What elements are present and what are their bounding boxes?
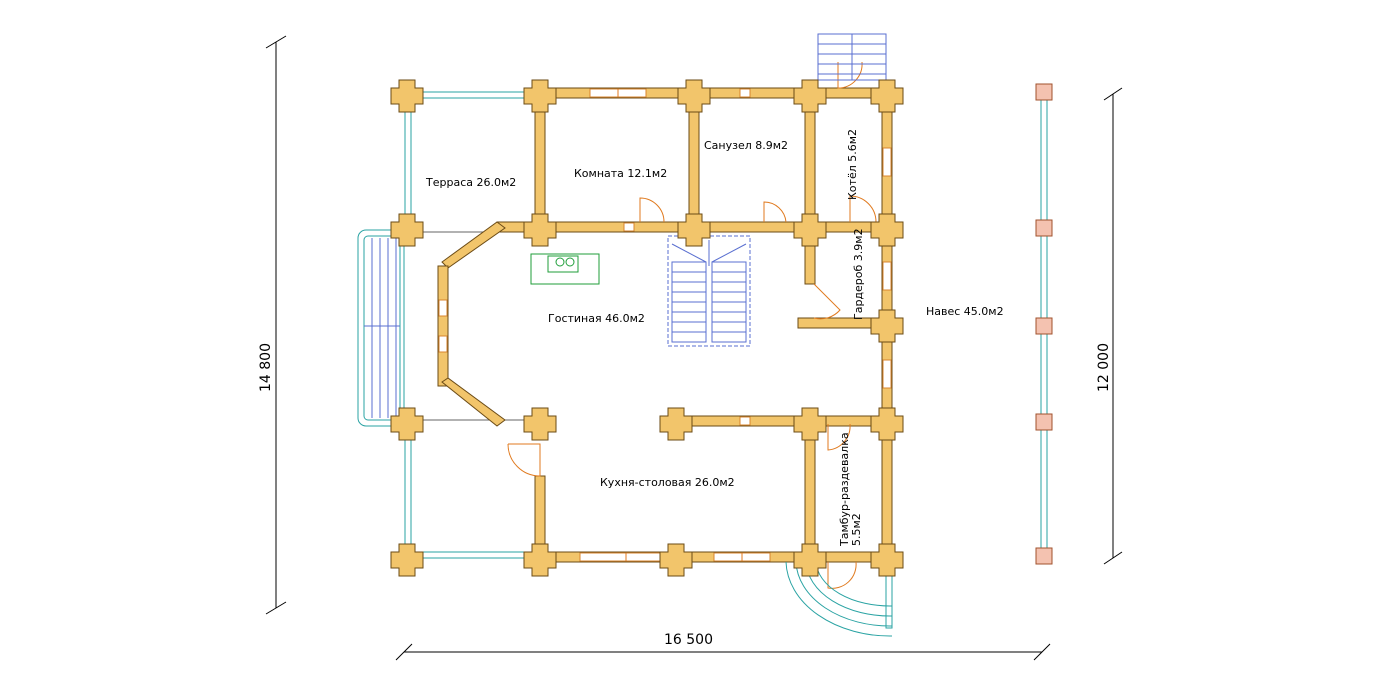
canopy-column bbox=[1035, 547, 1053, 565]
living-room-label: Гостиная 46.0м2 bbox=[548, 312, 645, 325]
canopy-column bbox=[1035, 413, 1053, 431]
top-entrance-steps bbox=[817, 33, 887, 81]
canopy-tick-top bbox=[1103, 87, 1123, 101]
terrace-glazing bbox=[404, 91, 541, 559]
width-dimension-label: 16 500 bbox=[664, 632, 713, 648]
dimension-lines bbox=[265, 35, 1123, 661]
corner-posts bbox=[390, 79, 904, 577]
staircase bbox=[667, 235, 751, 347]
canopy-columns bbox=[1035, 83, 1053, 565]
canopy-column bbox=[1035, 317, 1053, 335]
vestibule-label-line2: 5.5м2 bbox=[850, 513, 863, 546]
stove bbox=[530, 253, 600, 285]
boiler-label: Котёл 5.6м2 bbox=[846, 129, 859, 200]
terrace-label: Терраса 26.0м2 bbox=[425, 176, 516, 189]
canopy-tick-bottom bbox=[1103, 551, 1123, 565]
width-tick-right bbox=[1033, 643, 1051, 661]
windows bbox=[438, 88, 892, 562]
canopy-column bbox=[1035, 83, 1053, 101]
canopy-column bbox=[1035, 219, 1053, 237]
canopy-dimension-label: 12 000 bbox=[1096, 343, 1112, 392]
wardrobe-label: Гардероб 3.9м2 bbox=[852, 228, 865, 320]
room-label: Комната 12.1м2 bbox=[574, 167, 667, 180]
canopy-label: Навес 45.0м2 bbox=[926, 305, 1004, 318]
bathroom-label: Санузел 8.9м2 bbox=[704, 139, 788, 152]
left-entrance-steps bbox=[357, 229, 405, 427]
height-dimension-label: 14 800 bbox=[258, 343, 274, 392]
height-tick-top bbox=[265, 35, 287, 49]
vestibule-label-line1: Тамбур-раздевалка bbox=[838, 432, 851, 547]
walls bbox=[437, 87, 893, 563]
width-tick-left bbox=[395, 643, 413, 661]
kitchen-label: Кухня-столовая 26.0м2 bbox=[600, 476, 735, 489]
doors bbox=[507, 61, 877, 589]
height-tick-bottom bbox=[265, 601, 287, 615]
